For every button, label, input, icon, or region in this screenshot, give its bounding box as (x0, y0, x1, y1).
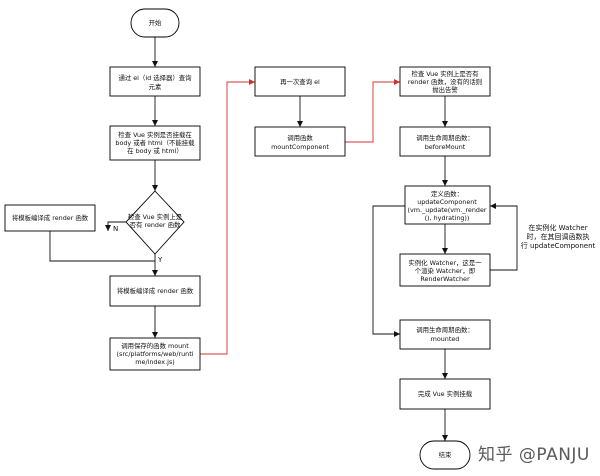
node-watcher-line-2: 个渲染 Watcher，即 (415, 266, 475, 275)
node-define-update: 定义函数： updateComponent (vm._update(vm._re… (404, 185, 491, 225)
edge-callmount-to-queryagain (200, 79, 255, 355)
edge-label-yes: Y (157, 256, 163, 264)
node-query-el: 通过 el（id 选择器）查询 元素 (109, 66, 201, 97)
watermark: 知乎 @PANJU (478, 445, 590, 465)
node-end: 结束 (419, 440, 471, 470)
node-mount-component-line-1: 调用函数 (287, 133, 313, 142)
node-compile-left: 将模板编译成 render 函数 (4, 204, 96, 232)
edge-mountcomponent-to-warn (345, 79, 400, 143)
node-check-render-warn-line-3: 抛出告警 (432, 85, 458, 94)
node-before-mount-line-1: 调用生命周期函数： (416, 133, 474, 142)
node-start: 开始 (130, 8, 180, 38)
watcher-note: 在实例化 Watcher 时，在其回调函数执 行 updateComponent (521, 223, 596, 250)
node-mounted: 调用生命周期函数： mounted (399, 319, 491, 350)
node-check-body-line-3: 在 body 或 html） (127, 146, 183, 155)
node-query-el-line-2: 元素 (149, 82, 162, 91)
node-before-mount-line-2: beforeMount (425, 143, 466, 151)
node-compile-main-label: 将模板编译成 render 函数 (117, 286, 194, 295)
node-call-mount-line-3: me/index.js) (135, 358, 174, 366)
node-check-render-warn: 检查 Vue 实例上是否有 render 函数，没有的话则 抛出告警 (399, 66, 491, 97)
watcher-note-line-1: 在实例化 Watcher (528, 223, 587, 232)
node-watcher-line-1: 实例化 Watcher，这是一 (408, 258, 482, 267)
watcher-note-line-3: 行 updateComponent (521, 241, 596, 250)
watcher-note-line-2: 时，在其回调函数执 (527, 232, 590, 241)
edge-label-no: N (113, 225, 118, 233)
node-check-render-decision: 检查 Vue 实例上是 否有 render 函数 (125, 190, 185, 255)
node-call-mount-line-1: 调用保存的函数 mount (121, 341, 189, 350)
edge-decision-no (105, 221, 126, 231)
node-call-mount: 调用保存的函数 mount (src/platforms/web/runti m… (109, 337, 201, 371)
node-compile-main: 将模板编译成 render 函数 (109, 275, 201, 307)
node-check-body-line-2: body 或者 html（不能挂载 (115, 138, 195, 147)
node-end-label: 结束 (439, 450, 452, 459)
node-check-body-line-1: 检查 Vue 实例是否挂载在 (118, 130, 192, 139)
node-check-body: 检查 Vue 实例是否挂载在 body 或者 html（不能挂载 在 body … (109, 125, 201, 161)
node-call-mount-line-2: (src/platforms/web/runti (117, 350, 194, 358)
node-watcher: 实例化 Watcher，这是一 个渲染 Watcher，即 RenderWatc… (399, 253, 491, 287)
node-check-render-line-2: 否有 render 函数 (130, 220, 181, 229)
node-query-el-again-label: 再一次查询 el (280, 77, 320, 86)
node-define-update-line-1: 定义函数： (431, 189, 463, 198)
node-start-label: 开始 (149, 18, 162, 27)
node-before-mount: 调用生命周期函数： beforeMount (399, 126, 491, 157)
node-define-update-line-2: updateComponent (417, 198, 477, 206)
edge-define-to-mounted (372, 205, 405, 337)
edges (49, 37, 518, 441)
node-watcher-line-3: RenderWatcher (420, 275, 470, 283)
node-finish-mount-label: 完成 Vue 实例挂载 (418, 389, 473, 398)
node-define-update-line-3: (vm._update(vm._render (407, 206, 486, 214)
node-finish-mount: 完成 Vue 实例挂载 (399, 378, 491, 410)
node-mounted-line-1: 调用生命周期函数： (416, 325, 474, 334)
node-check-render-warn-line-2: render 函数，没有的话则 (408, 77, 482, 86)
node-mount-component-line-2: mountComponent (271, 143, 329, 151)
node-query-el-line-1: 通过 el（id 选择器）查询 (118, 73, 192, 82)
edge-watcher-callback (490, 203, 518, 271)
node-check-render-line-1: 检查 Vue 实例上是 (128, 212, 183, 221)
node-check-render-warn-line-1: 检查 Vue 实例上是否有 (411, 69, 478, 78)
node-mounted-line-2: mounted (431, 335, 460, 343)
node-mount-component: 调用函数 mountComponent (254, 126, 346, 157)
red-edges (200, 79, 400, 355)
node-compile-left-label: 将模板编译成 render 函数 (12, 213, 89, 222)
edge-compile-left-merge (49, 231, 155, 262)
node-query-el-again: 再一次查询 el (254, 66, 346, 97)
node-define-update-line-4: (), hydrating)) (425, 214, 470, 222)
